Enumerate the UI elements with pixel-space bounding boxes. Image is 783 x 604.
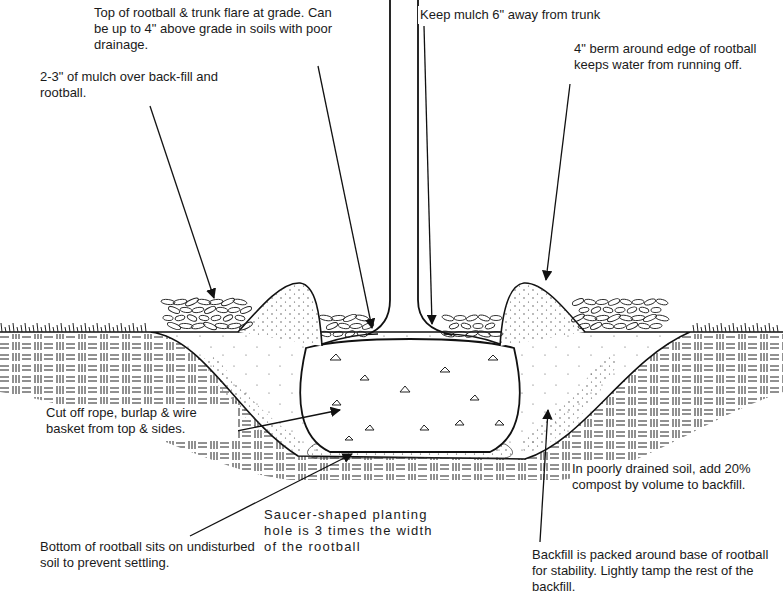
callout-note: Cut off rope, burlap & wire basket from … bbox=[44, 404, 238, 438]
callout-note: Bottom of rootball sits on undisturbed s… bbox=[38, 538, 257, 572]
rootball bbox=[300, 339, 520, 452]
rootball-top bbox=[322, 334, 500, 344]
rootball-pebbles bbox=[330, 354, 504, 440]
callout-note: 4" berm around edge of rootball keeps wa… bbox=[572, 40, 776, 74]
callout-note: In poorly drained soil, add 20% compost … bbox=[570, 460, 774, 494]
callout-note: Saucer-shaped planting hole is 3 times t… bbox=[262, 506, 438, 556]
callout-note: Top of rootball & trunk flare at grade. … bbox=[92, 4, 346, 54]
leader-arrows bbox=[150, 26, 570, 542]
callout-note: 2-3" of mulch over back-fill and rootbal… bbox=[38, 68, 242, 102]
berm bbox=[238, 283, 322, 346]
callout-note: Backfill is packed around base of rootba… bbox=[530, 546, 780, 596]
grass bbox=[1, 323, 778, 332]
undisturbed-soil bbox=[0, 334, 783, 480]
mulch bbox=[161, 297, 670, 339]
tree-trunk bbox=[366, 0, 452, 335]
planting-hole bbox=[150, 332, 690, 459]
berm bbox=[500, 283, 585, 346]
callout-note: Keep mulch 6" away from trunk bbox=[418, 6, 642, 24]
